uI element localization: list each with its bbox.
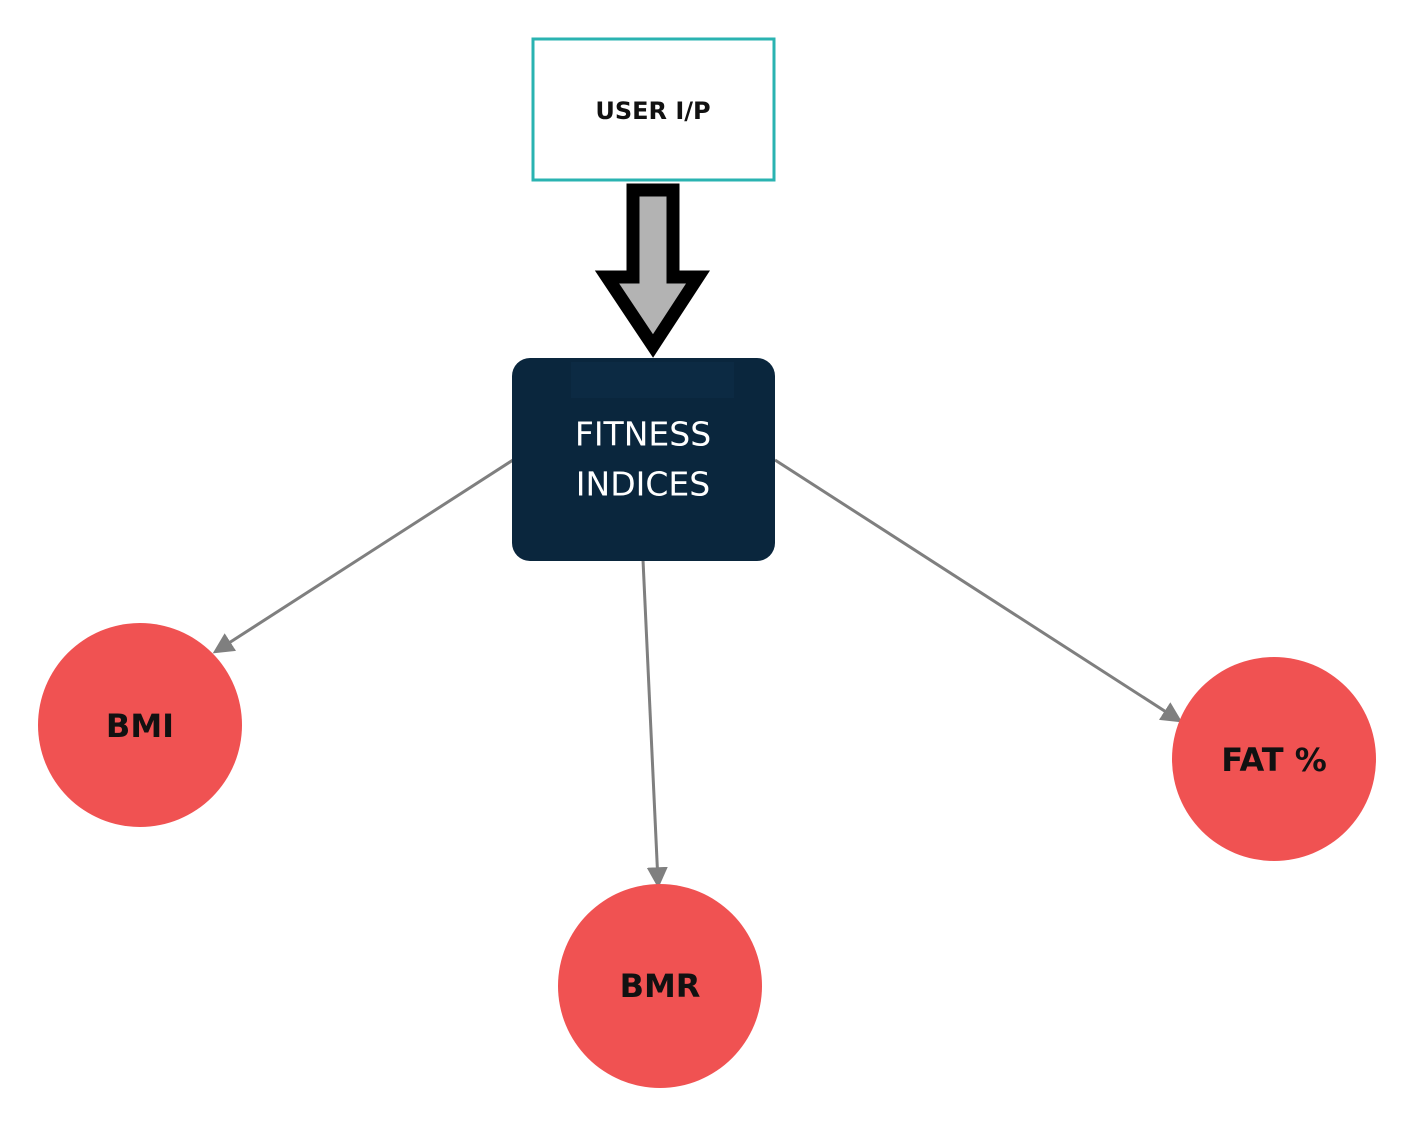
fat-node-label: FAT %: [1221, 741, 1327, 779]
fat-node: FAT %: [1172, 657, 1376, 861]
input-node-label: USER I/P: [595, 97, 710, 125]
hub-node: FITNESS INDICES: [512, 358, 775, 561]
hub-label-line2: INDICES: [576, 465, 710, 504]
bmi-node: BMI: [38, 623, 242, 827]
bmr-node-label: BMR: [620, 967, 701, 1005]
input-node: USER I/P: [531, 37, 776, 182]
connector-to-bmi: [212, 458, 514, 654]
connector-to-bmr: [641, 559, 668, 889]
down-arrow-icon: [594, 183, 710, 358]
bmi-node-label: BMI: [106, 707, 174, 745]
connector-to-fat: [774, 458, 1183, 723]
hub-label-line1: FITNESS: [575, 415, 711, 454]
bmr-node: BMR: [558, 884, 762, 1088]
